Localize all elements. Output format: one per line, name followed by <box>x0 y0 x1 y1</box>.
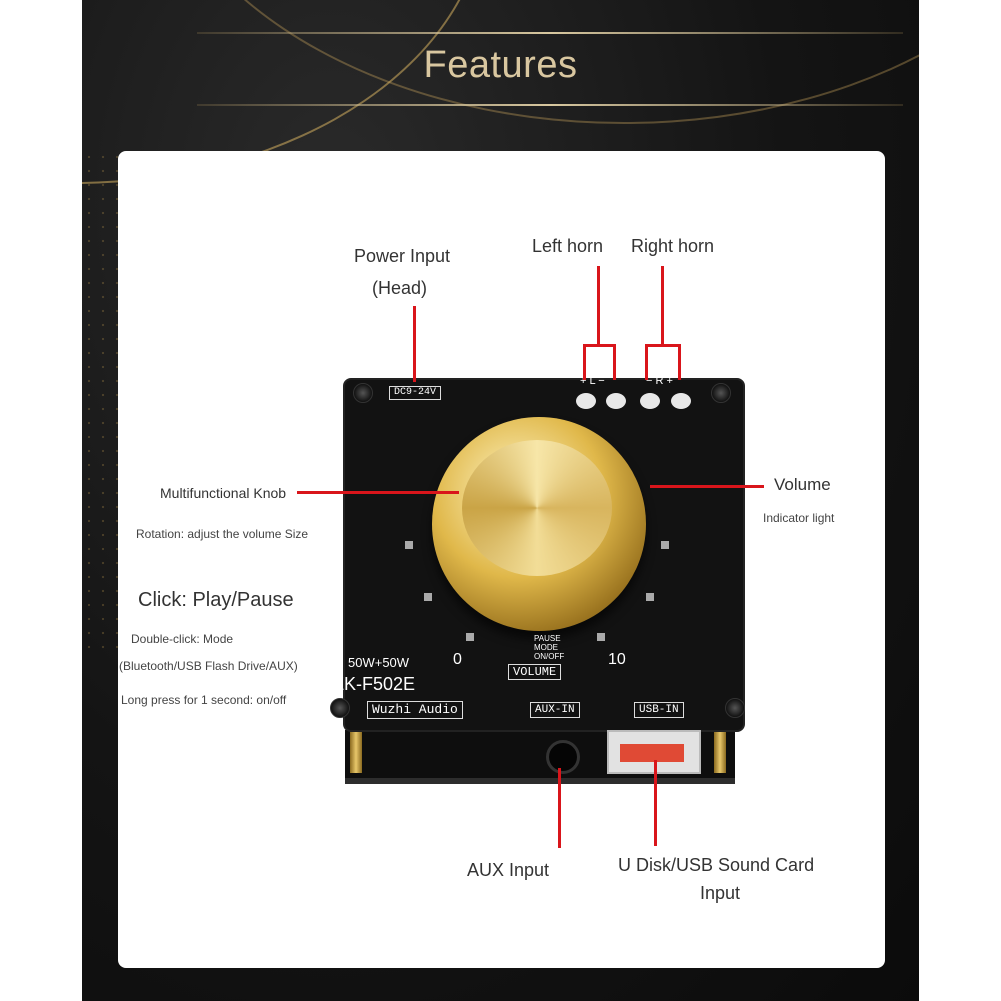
left-horn-label: Left horn <box>532 236 604 256</box>
knob-cap <box>462 440 612 576</box>
indicator-led <box>424 593 432 601</box>
double-click-label: Double-click: Mode <box>131 632 234 646</box>
mode-silk: MODE <box>534 643 558 652</box>
callout-knob <box>297 491 459 494</box>
left-terminal-plus <box>576 393 596 409</box>
screw-icon <box>353 383 373 403</box>
page-title: Features <box>423 44 578 86</box>
model-silk: ZK-F502E <box>333 674 416 694</box>
usb-in-silk: USB-IN <box>634 702 684 718</box>
rotation-label: Rotation: adjust the volume Size <box>136 527 309 541</box>
screw-icon <box>725 698 745 718</box>
left-terminal-silk: + L − <box>580 375 605 387</box>
callout-right-horn-l <box>645 344 648 380</box>
volume-min-silk: 0 <box>453 651 462 668</box>
right-terminal-silk: − R + <box>646 375 673 387</box>
indicator-led <box>661 541 669 549</box>
modes-label: (Bluetooth/USB Flash Drive/AUX) <box>119 659 298 673</box>
pause-silk: PAUSE <box>534 634 561 643</box>
indicator-label: Indicator light <box>763 511 835 525</box>
long-press-label: Long press for 1 second: on/off <box>121 693 287 707</box>
onoff-silk: ON/OFF <box>534 652 565 661</box>
brass-standoff <box>350 728 362 773</box>
power-input-label: Power Input <box>354 246 451 266</box>
power-rating-silk: 50W+50W <box>348 655 410 670</box>
volume-silk: VOLUME <box>508 664 562 680</box>
power-silk-label: DC9-24V <box>389 386 442 400</box>
screw-icon <box>330 698 350 718</box>
callout-left-horn-l <box>583 344 586 380</box>
callout-right-horn-h <box>645 344 680 347</box>
aux-jack[interactable] <box>546 740 580 774</box>
usb-input-label-line2: Input <box>700 883 741 903</box>
callout-left-horn-h <box>583 344 615 347</box>
indicator-led <box>646 593 654 601</box>
callout-left-horn-v <box>597 266 600 346</box>
callout-right-horn-v <box>661 266 664 346</box>
title-rule-bottom <box>197 104 903 106</box>
power-head-label: (Head) <box>372 278 428 298</box>
volume-max-silk: 10 <box>608 651 626 668</box>
right-terminal-plus <box>671 393 691 409</box>
title-rule-top <box>197 32 903 34</box>
callout-usb <box>654 760 657 846</box>
aux-in-silk: AUX-IN <box>530 702 580 718</box>
usb-port-insert <box>620 744 684 762</box>
indicator-led <box>405 541 413 549</box>
usb-input-label-line1: U Disk/USB Sound Card <box>618 855 815 875</box>
callout-aux <box>558 768 561 848</box>
right-terminal-minus <box>640 393 660 409</box>
knob-label: Multifunctional Knob <box>160 485 287 501</box>
callout-left-horn-r <box>613 344 616 380</box>
click-label: Click: Play/Pause <box>138 589 294 611</box>
indicator-led <box>466 633 474 641</box>
volume-label: Volume <box>774 475 831 494</box>
brand-silk: Wuzhi Audio <box>367 701 463 719</box>
right-horn-label: Right horn <box>631 236 715 256</box>
screw-icon <box>711 383 731 403</box>
left-terminal-minus <box>606 393 626 409</box>
brass-standoff <box>714 728 726 773</box>
aux-input-label: AUX Input <box>467 860 550 880</box>
callout-power <box>413 306 416 382</box>
callout-volume <box>650 485 764 488</box>
indicator-led <box>597 633 605 641</box>
callout-right-horn-r <box>678 344 681 380</box>
